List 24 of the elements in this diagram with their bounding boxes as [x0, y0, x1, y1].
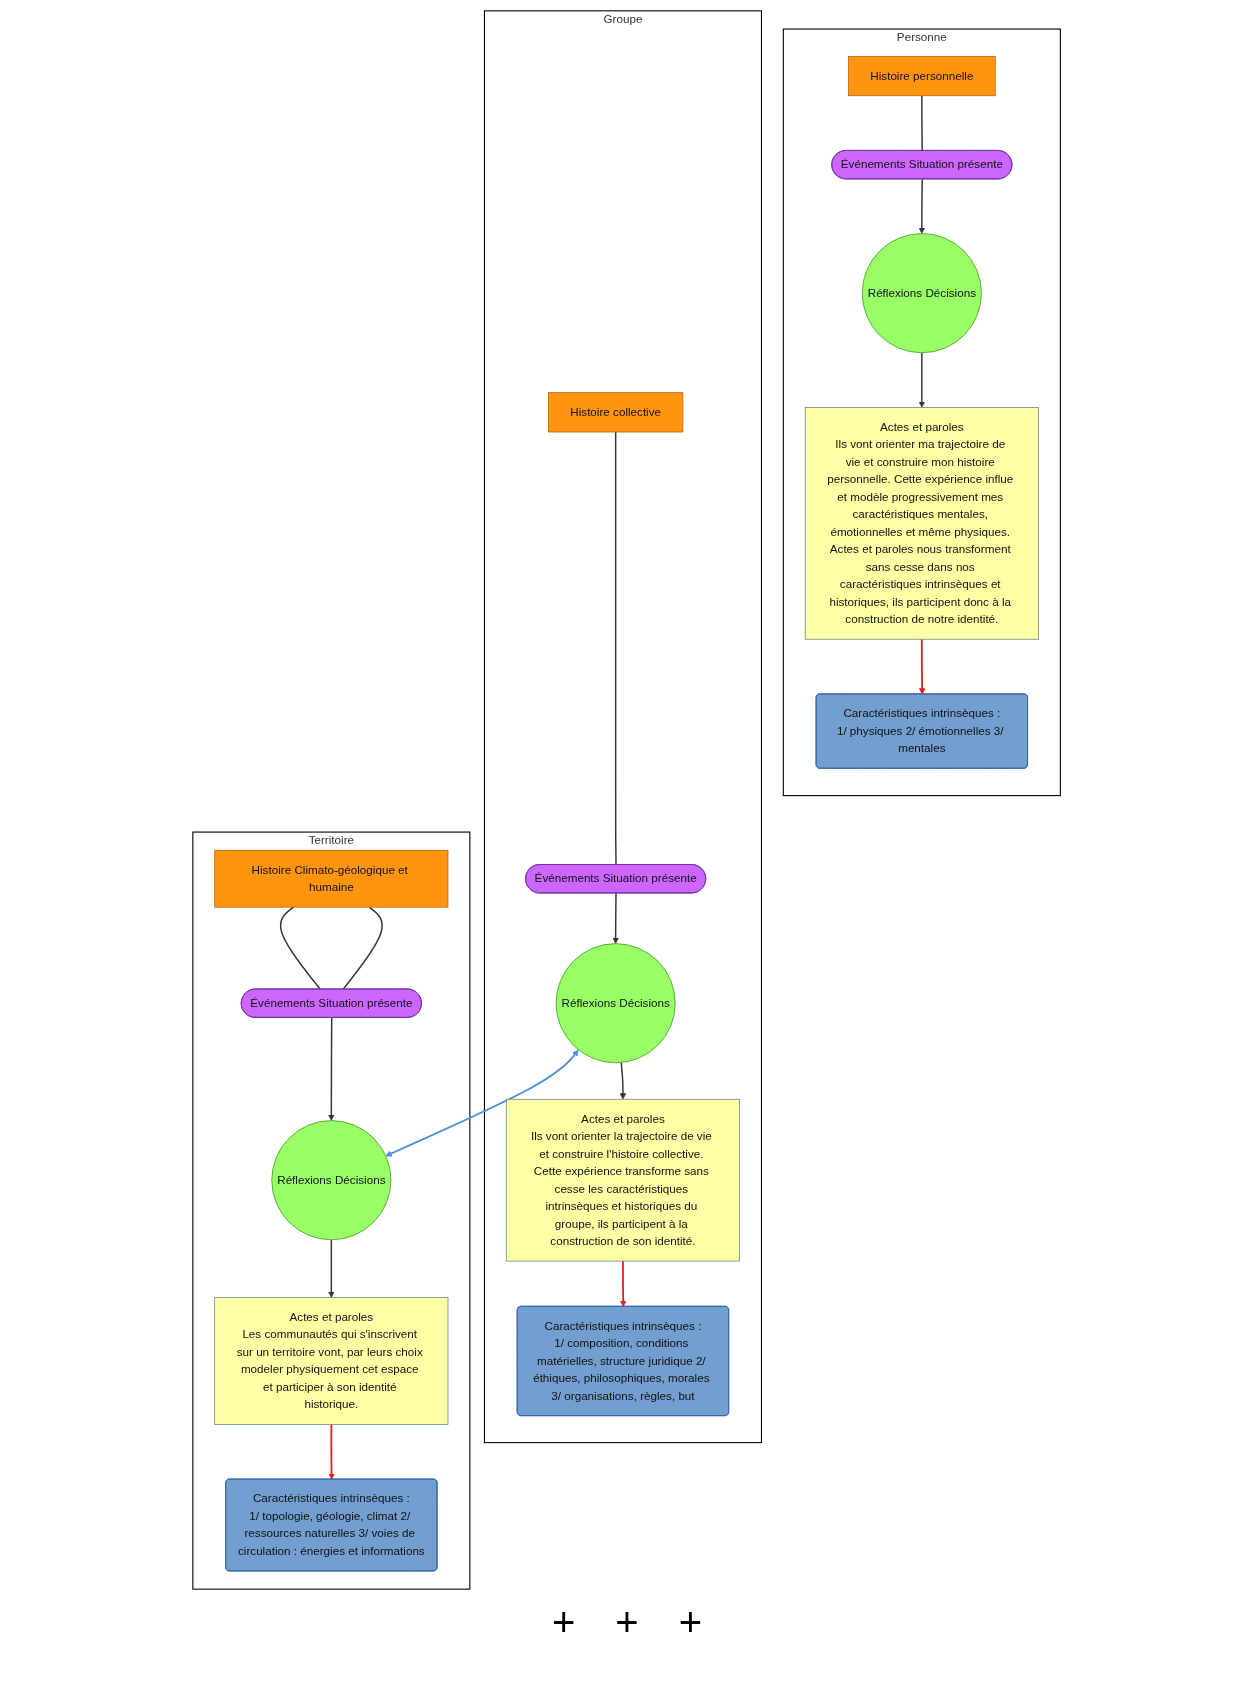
node-box: Actes et paroles Ils vont orienter ma trajectoire de vie et construire mon histoire personnelle. Cette expérience influe et modèle progressivement mes caractéristiques mentales, émotionnelles et même physiques. Actes et paroles nous transforment sans cesse dans nos caractéristiques intrinsèques et historiques, ils participent donc à la construction de notre identité. — [805, 407, 1040, 640]
connector — [921, 95, 924, 152]
arrow — [328, 1239, 335, 1298]
arrow — [385, 1049, 580, 1157]
arrow — [620, 1260, 627, 1307]
node-box: Histoire collective — [548, 392, 684, 433]
arrow — [328, 1017, 335, 1121]
node-box: Actes et paroles Ils vont orienter la trajectoire de vie et construire l'histoire collective. Cette expérience transforme sans cesse les caractéristiques intrinsèques et historiques du groupe, ils participent à la construction de son identité. — [506, 1098, 741, 1262]
plus-sign: + — [615, 1600, 639, 1645]
node-box: Histoire Climato-géologique et humaine — [214, 849, 449, 908]
arrow — [612, 892, 620, 944]
arrow — [620, 1061, 627, 1100]
node-circle: Réflexions Décisions — [862, 233, 983, 354]
arrow — [919, 352, 926, 408]
plus-sign: + — [551, 1600, 576, 1645]
arrow — [919, 638, 926, 695]
arrow — [328, 1423, 336, 1480]
node-box: Histoire personnelle — [848, 56, 997, 97]
node-circle: Réflexions Décisions — [556, 943, 677, 1064]
node-box: Actes et paroles Les communautés qui s'inscrivent sur un territoire vont, par leurs choix modeler physiquement cet espace et participer à son identité historique. — [214, 1297, 449, 1425]
arrow — [919, 178, 926, 234]
connector — [615, 431, 618, 866]
plus-sign: + — [678, 1600, 703, 1645]
node-circle: Réflexions Décisions — [271, 1120, 392, 1241]
